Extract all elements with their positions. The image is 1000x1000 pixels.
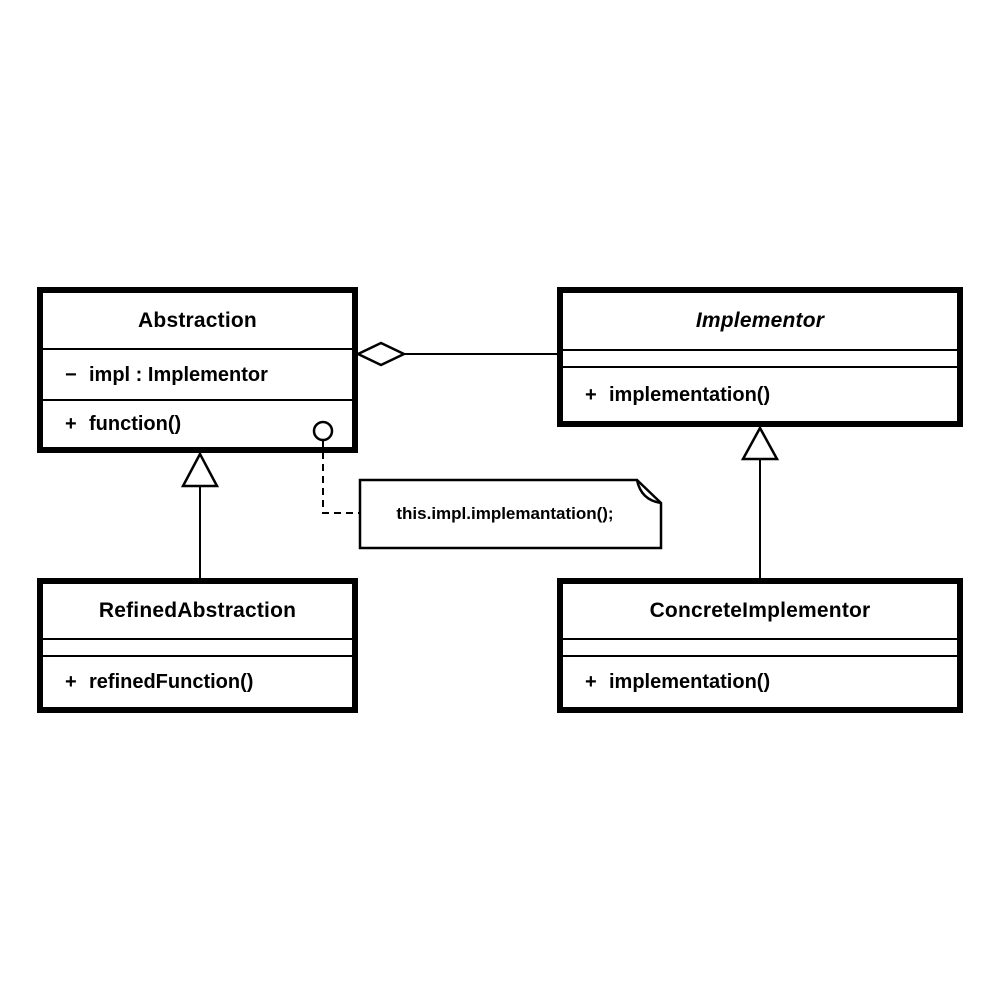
operation-label: function() <box>89 413 182 435</box>
generalization-arrow-icon-right <box>740 425 780 461</box>
visibility-public-icon: + <box>65 671 77 693</box>
operations-compartment: + function() <box>43 399 352 447</box>
operations-compartment: + implementation() <box>563 655 957 707</box>
generalization-arrow-icon-left <box>180 451 220 488</box>
class-title-implementor: Implementor <box>695 309 825 332</box>
operation-row: + refinedFunction() <box>43 672 352 692</box>
operation-row: + function() <box>43 414 352 434</box>
operation-row: + implementation() <box>563 385 957 405</box>
attribute-label: impl : Implementor <box>89 363 268 386</box>
class-box-refined-abstraction: RefinedAbstraction + refinedFunction() <box>37 578 358 713</box>
operation-row: + implementation() <box>563 672 957 692</box>
class-box-abstraction: Abstraction − impl : Implementor + funct… <box>37 287 358 453</box>
attributes-compartment-empty <box>563 349 957 366</box>
visibility-public-icon: + <box>585 671 597 693</box>
class-title-abstraction: Abstraction <box>138 308 257 332</box>
visibility-public-icon: + <box>585 383 597 406</box>
attributes-compartment-empty <box>563 638 957 655</box>
attributes-compartment: − impl : Implementor <box>43 348 352 399</box>
note-text: this.impl.implemantation(); <box>396 504 614 523</box>
aggregation-diamond-icon <box>355 341 407 367</box>
operations-compartment: + refinedFunction() <box>43 655 352 707</box>
class-title-concrete-implementor: ConcreteImplementor <box>649 599 871 622</box>
class-title-refined-abstraction: RefinedAbstraction <box>98 599 297 622</box>
attribute-row: − impl : Implementor <box>43 365 352 385</box>
operations-compartment: + implementation() <box>563 366 957 421</box>
operation-label: refinedFunction() <box>89 671 254 693</box>
class-box-implementor: Implementor + implementation() <box>557 287 963 427</box>
operation-label: implementation() <box>609 671 771 693</box>
attributes-compartment-empty <box>43 638 352 655</box>
class-box-concrete-implementor: ConcreteImplementor + implementation() <box>557 578 963 713</box>
visibility-private-icon: − <box>65 363 77 386</box>
visibility-public-icon: + <box>65 413 77 435</box>
operation-label: implementation() <box>609 383 771 406</box>
